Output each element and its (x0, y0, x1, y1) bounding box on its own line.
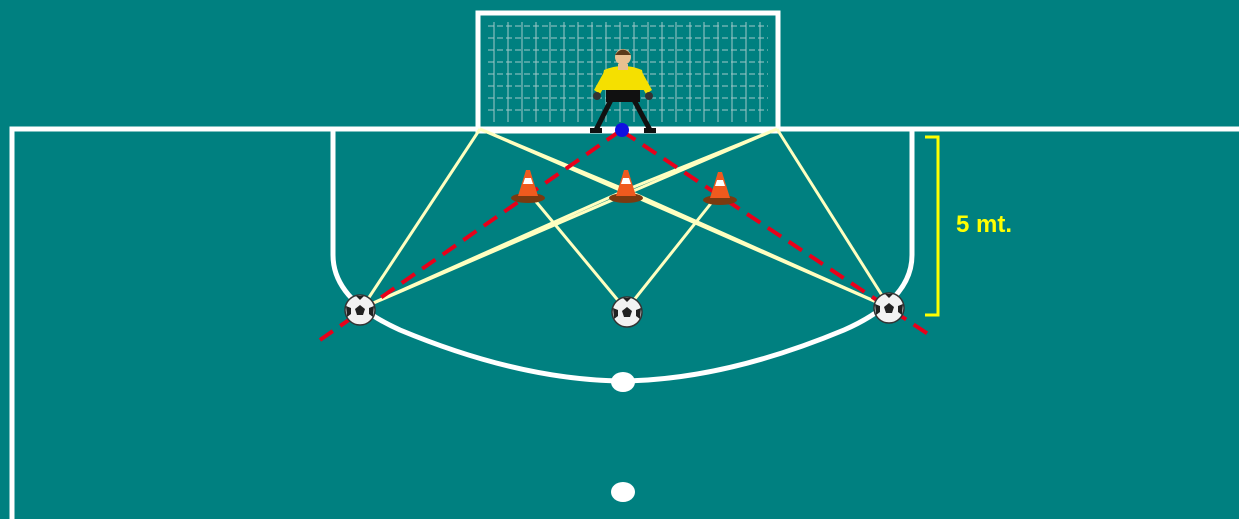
penalty-spot (611, 372, 635, 392)
second-penalty-spot (611, 482, 635, 502)
ball (345, 295, 375, 325)
distance-label: 5 mt. (956, 211, 1012, 239)
ball (612, 297, 642, 327)
ball (874, 293, 904, 323)
start-marker (615, 123, 629, 137)
